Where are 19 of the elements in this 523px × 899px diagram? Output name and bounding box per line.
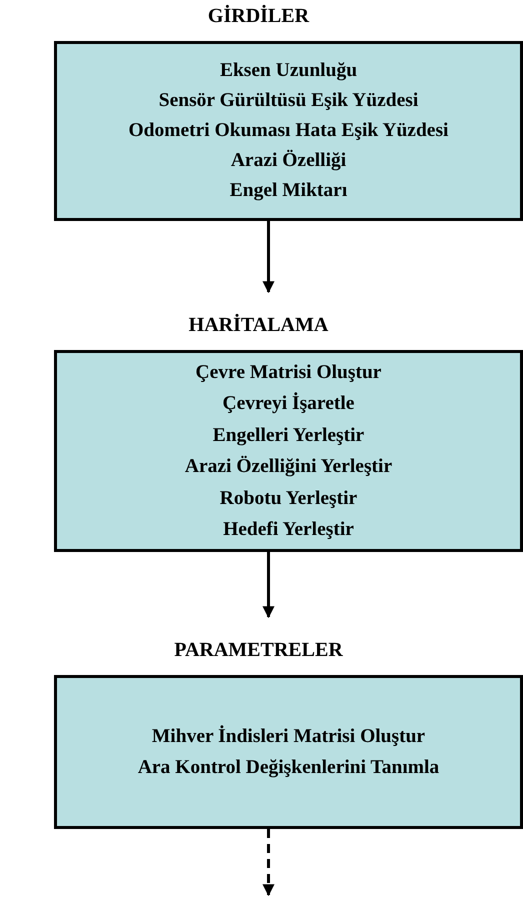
step-text: Ara Kontrol Değişkenlerini Tanımla <box>138 756 440 780</box>
step-text: Mihver İndisleri Matrisi Oluştur <box>152 724 426 748</box>
step-text: Robotu Yerleştir <box>220 486 358 510</box>
step-text: Odometri Okuması Hata Eşik Yüzdesi <box>128 119 448 143</box>
arrow <box>262 552 274 618</box>
step-text: Engel Miktarı <box>230 179 348 203</box>
step-text: Engelleri Yerleştir <box>212 424 364 448</box>
step-text: Eksen Uzunluğu <box>220 59 358 83</box>
arrow <box>262 829 274 896</box>
arrow <box>262 221 274 294</box>
section-heading: PARAMETRELER <box>173 638 344 662</box>
step-text: Sensör Gürültüsü Eşik Yüzdesi <box>158 89 418 113</box>
step-text: Arazi Özelliği <box>230 148 346 173</box>
step-text: Çevreyi İşaretle <box>222 391 354 416</box>
step-text: Hedefi Yerleştir <box>223 518 354 542</box>
section-heading: GİRDİLER <box>206 4 310 28</box>
step-text: Arazi Özelliğini Yerleştir <box>184 454 392 479</box>
step-text: Çevre Matrisi Oluştur <box>196 360 382 384</box>
section-heading: HARİTALAMA <box>188 313 330 337</box>
